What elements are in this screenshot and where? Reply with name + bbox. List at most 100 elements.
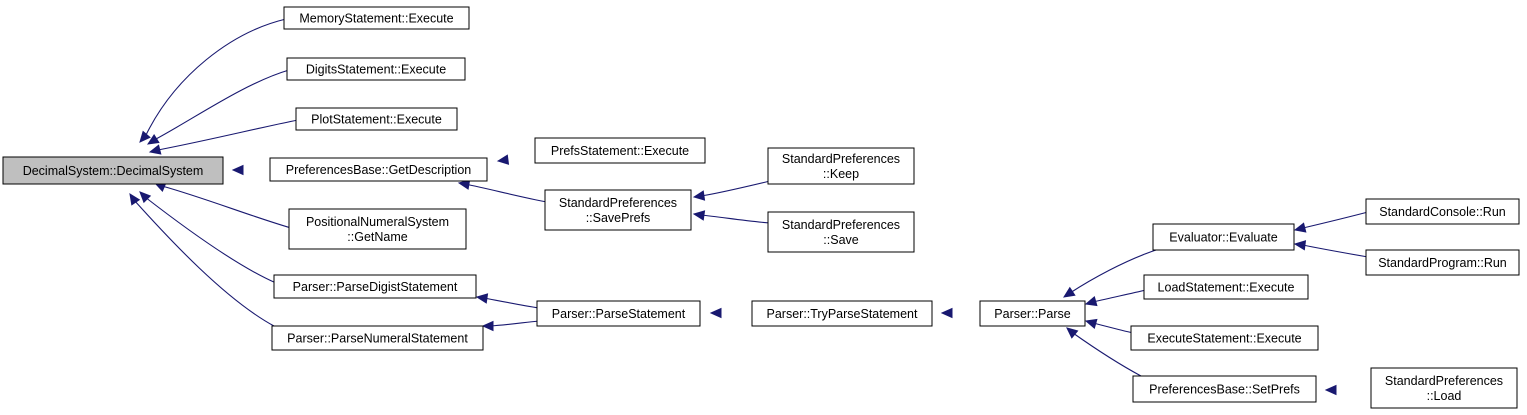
node-box xyxy=(269,157,488,182)
edge-line xyxy=(700,214,771,224)
node-box xyxy=(1130,325,1319,351)
arrowhead-icon xyxy=(692,190,706,201)
edge-line xyxy=(1302,211,1369,229)
arrowhead-icon xyxy=(1293,222,1307,233)
arrowhead-icon xyxy=(129,192,141,206)
edge-line xyxy=(157,119,299,151)
node-plot[interactable]: PlotStatement::Execute xyxy=(295,107,458,131)
arrowhead-icon xyxy=(139,130,151,143)
edge-line xyxy=(133,199,275,327)
node-label: Parser::Parse xyxy=(994,307,1070,321)
arrowhead-icon xyxy=(1062,286,1076,298)
edge-parse-to-tryparse xyxy=(940,307,953,319)
edge-line xyxy=(483,297,540,309)
arrowhead-icon xyxy=(1066,327,1079,339)
edge-parsenumeral-to-decimal xyxy=(129,192,275,327)
node-loadexec[interactable]: LoadStatement::Execute xyxy=(1143,274,1309,300)
edge-line xyxy=(700,180,771,197)
edge-line xyxy=(161,185,292,229)
edge-line xyxy=(1069,248,1160,294)
edge-evaluate-to-parse xyxy=(1062,248,1160,298)
node-box xyxy=(2,156,224,185)
node-label: Parser::ParseStatement xyxy=(552,307,686,321)
arrowhead-icon xyxy=(1084,318,1098,329)
edges-layer xyxy=(129,18,1369,396)
node-memory[interactable]: MemoryStatement::Execute xyxy=(283,6,470,30)
node-digits[interactable]: DigitsStatement::Execute xyxy=(286,57,466,81)
node-box xyxy=(751,300,933,327)
node-label: ::Load xyxy=(1427,389,1462,403)
node-label: StandardPreferences xyxy=(782,152,900,166)
node-label: DecimalSystem::DecimalSystem xyxy=(23,164,204,178)
edge-keep-to-saveprefs xyxy=(692,180,771,201)
edge-prefsexec-to-getdesc xyxy=(496,154,510,165)
node-box xyxy=(544,189,692,231)
node-box xyxy=(286,57,466,81)
node-consolerun[interactable]: StandardConsole::Run xyxy=(1365,198,1520,225)
node-prefsexec[interactable]: PrefsStatement::Execute xyxy=(534,137,706,164)
edge-memory-to-decimal xyxy=(139,18,287,143)
arrowhead-icon xyxy=(146,133,160,145)
edge-line xyxy=(145,18,287,136)
node-box xyxy=(1365,249,1520,276)
edge-line xyxy=(155,69,290,140)
edge-plot-to-decimal xyxy=(148,119,299,155)
node-load[interactable]: StandardPreferences::Load xyxy=(1370,367,1518,409)
node-setprefs[interactable]: PreferencesBase::SetPrefs xyxy=(1132,375,1317,403)
node-box xyxy=(1132,375,1317,403)
edge-loadexec-to-parse xyxy=(1084,289,1147,307)
node-evaluate[interactable]: Evaluator::Evaluate xyxy=(1152,223,1295,251)
edge-line xyxy=(489,320,540,327)
edge-line xyxy=(1072,332,1142,377)
edge-digits-to-decimal xyxy=(146,69,290,145)
edge-setprefs-to-parse xyxy=(1066,327,1142,377)
node-label: DigitsStatement::Execute xyxy=(306,63,446,77)
node-box xyxy=(295,107,458,131)
arrowhead-icon xyxy=(692,210,706,221)
edge-line xyxy=(1092,322,1134,334)
node-save[interactable]: StandardPreferences::Save xyxy=(767,211,915,253)
arrowhead-icon xyxy=(1084,296,1098,307)
node-label: LoadStatement::Execute xyxy=(1158,281,1295,295)
node-label: MemoryStatement::Execute xyxy=(299,12,453,26)
node-box xyxy=(1143,274,1309,300)
edge-tryparse-to-parsestatement xyxy=(709,307,722,319)
node-box xyxy=(288,208,467,250)
node-execexec[interactable]: ExecuteStatement::Execute xyxy=(1130,325,1319,351)
node-tryparse[interactable]: Parser::TryParseStatement xyxy=(751,300,933,327)
node-parsestatement[interactable]: Parser::ParseStatement xyxy=(536,300,701,327)
edge-line xyxy=(1302,244,1369,258)
arrowhead-icon xyxy=(457,179,471,190)
node-label: StandardPreferences xyxy=(1385,374,1503,388)
node-getname[interactable]: PositionalNumeralSystem::GetName xyxy=(288,208,467,250)
node-programrun[interactable]: StandardProgram::Run xyxy=(1365,249,1520,276)
node-box xyxy=(273,274,477,299)
node-box xyxy=(767,147,915,185)
node-parsenumeral[interactable]: Parser::ParseNumeralStatement xyxy=(271,325,484,351)
edge-parsedigist-to-decimal xyxy=(139,191,277,284)
edge-saveprefs-to-getdesc xyxy=(457,179,548,203)
node-parse[interactable]: Parser::Parse xyxy=(979,300,1086,327)
arrowhead-icon xyxy=(475,293,489,304)
node-keep[interactable]: StandardPreferences::Keep xyxy=(767,147,915,185)
edge-programrun-to-evaluate xyxy=(1293,240,1369,258)
node-label: ::GetName xyxy=(347,230,407,244)
arrowhead-icon xyxy=(481,320,494,332)
node-getdesc[interactable]: PreferencesBase::GetDescription xyxy=(269,157,488,182)
arrowhead-icon xyxy=(1324,384,1337,396)
edge-consolerun-to-evaluate xyxy=(1293,211,1369,233)
node-label: Parser::TryParseStatement xyxy=(767,307,919,321)
edge-line xyxy=(1092,289,1147,303)
node-label: PositionalNumeralSystem xyxy=(306,215,449,229)
edge-getname-to-decimal xyxy=(153,182,292,229)
node-label: StandardProgram::Run xyxy=(1378,256,1507,270)
node-parsedigist[interactable]: Parser::ParseDigistStatement xyxy=(273,274,477,299)
edge-execexec-to-parse xyxy=(1084,318,1134,334)
node-box xyxy=(1370,367,1518,409)
node-decimal: DecimalSystem::DecimalSystem xyxy=(2,156,224,185)
node-saveprefs[interactable]: StandardPreferences::SavePrefs xyxy=(544,189,692,231)
node-label: ::Save xyxy=(823,233,858,247)
node-box xyxy=(534,137,706,164)
node-label: PlotStatement::Execute xyxy=(311,113,442,127)
